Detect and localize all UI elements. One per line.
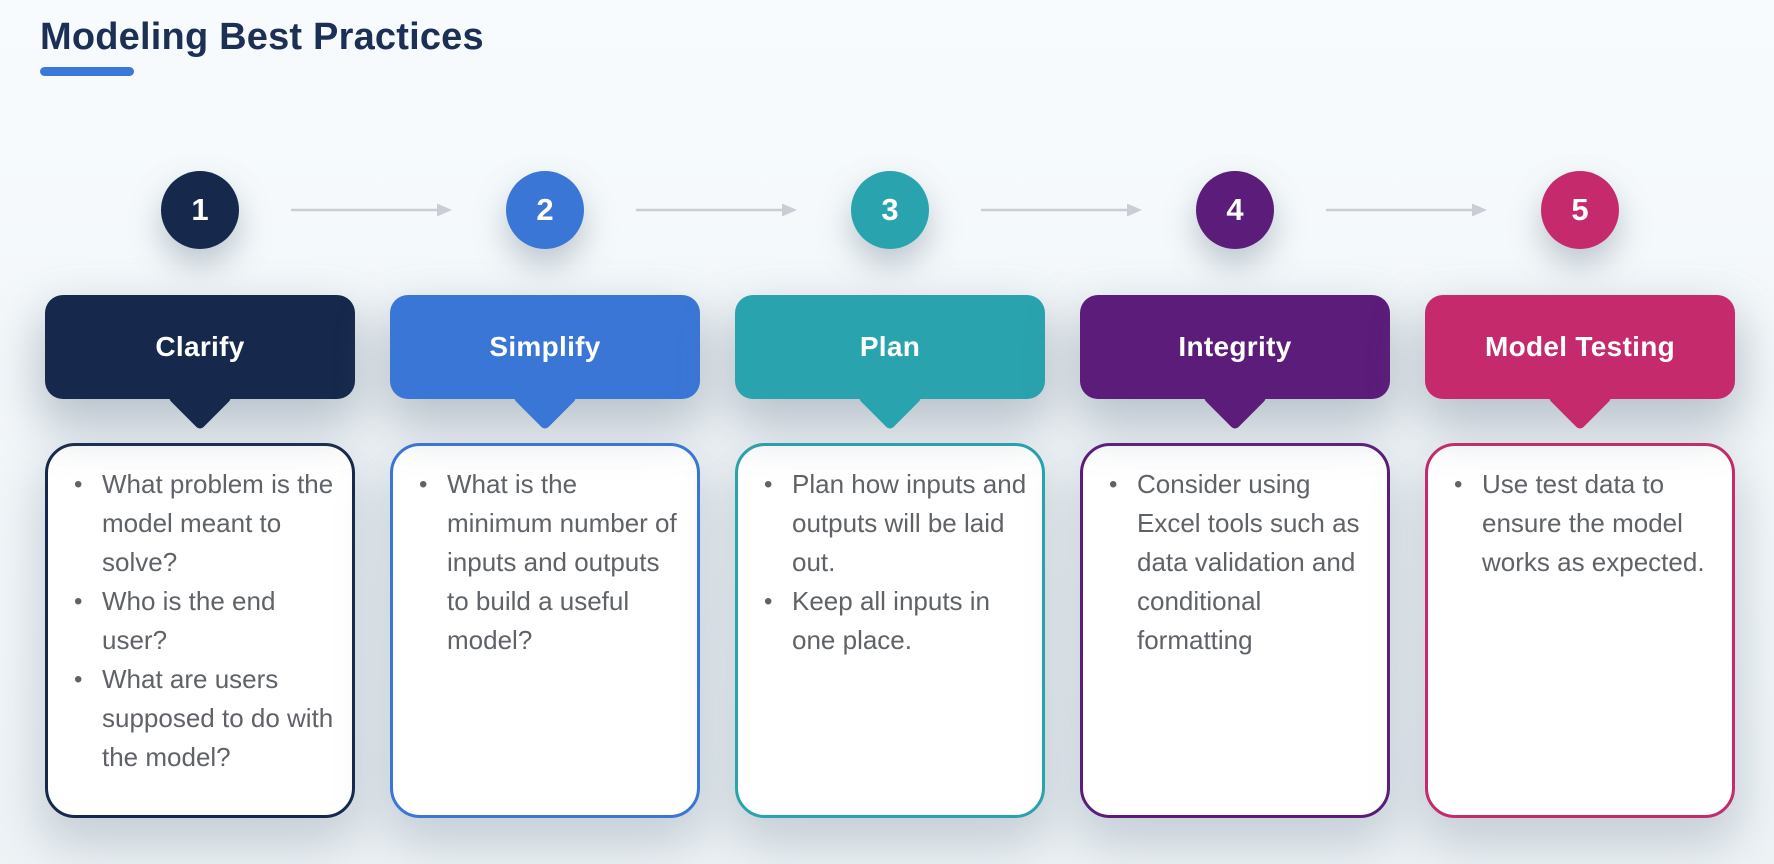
step-card: Plan how inputs and outputs will be laid… xyxy=(735,443,1045,818)
bullet-text: What problem is the model meant to solve… xyxy=(102,469,334,577)
title-accent-bar xyxy=(40,67,134,76)
speech-bubble-tail xyxy=(512,365,578,431)
step-header-label: Plan xyxy=(859,331,921,362)
step-column-simplify: 2 Simplify What is the minimum number of… xyxy=(390,171,700,818)
step-column-integrity: 4 Integrity Consider using Excel tools s… xyxy=(1080,171,1390,818)
bullet-text: Keep all inputs in one place. xyxy=(792,586,991,655)
step-card: What problem is the model meant to solve… xyxy=(45,443,355,818)
bullet-item: Keep all inputs in one place. xyxy=(764,582,1028,660)
step-number-badge: 3 xyxy=(851,171,929,249)
arrow-right-icon xyxy=(290,201,455,224)
step-header-label: Model Testing xyxy=(1484,331,1676,362)
arrow-right-icon xyxy=(635,201,800,224)
step-header: Simplify xyxy=(390,295,700,431)
bullet-list: Plan how inputs and outputs will be laid… xyxy=(764,465,1028,660)
bullet-item: What is the minimum number of inputs and… xyxy=(419,465,683,660)
bullet-list: Consider using Excel tools such as data … xyxy=(1109,465,1373,660)
bullet-text: Consider using Excel tools such as data … xyxy=(1137,469,1360,655)
bullet-text: What are users supposed to do with the m… xyxy=(102,664,334,772)
step-card: What is the minimum number of inputs and… xyxy=(390,443,700,818)
speech-bubble-tail xyxy=(167,365,233,431)
bullet-item: Who is the end user? xyxy=(74,582,338,660)
step-card: Use test data to ensure the model works … xyxy=(1425,443,1735,818)
bullet-text: Who is the end user? xyxy=(102,586,276,655)
bullet-item: Plan how inputs and outputs will be laid… xyxy=(764,465,1028,582)
bullet-item: Consider using Excel tools such as data … xyxy=(1109,465,1373,660)
step-number-badge: 4 xyxy=(1196,171,1274,249)
bullet-list: What problem is the model meant to solve… xyxy=(74,465,338,777)
process-diagram: 1 Clarify What problem is the model mean… xyxy=(45,171,1735,818)
step-header: Model Testing xyxy=(1425,295,1735,431)
step-header: Plan xyxy=(735,295,1045,431)
page-title: Modeling Best Practices xyxy=(40,16,484,58)
speech-bubble-tail xyxy=(1202,365,1268,431)
bullet-text: Use test data to ensure the model works … xyxy=(1482,469,1705,577)
bullet-list: Use test data to ensure the model works … xyxy=(1454,465,1718,582)
step-header-label: Integrity xyxy=(1178,331,1292,362)
speech-bubble-tail xyxy=(857,365,923,431)
step-header: Integrity xyxy=(1080,295,1390,431)
bullet-item: Use test data to ensure the model works … xyxy=(1454,465,1718,582)
speech-bubble-tail xyxy=(1547,365,1613,431)
bullet-item: What are users supposed to do with the m… xyxy=(74,660,338,777)
step-number-badge: 1 xyxy=(161,171,239,249)
step-header: Clarify xyxy=(45,295,355,431)
bullet-text: Plan how inputs and outputs will be laid… xyxy=(792,469,1027,577)
step-number-badge: 5 xyxy=(1541,171,1619,249)
step-card: Consider using Excel tools such as data … xyxy=(1080,443,1390,818)
arrow-right-icon xyxy=(1325,201,1490,224)
step-columns: 1 Clarify What problem is the model mean… xyxy=(45,171,1735,818)
step-header-label: Simplify xyxy=(489,331,601,362)
bullet-text: What is the minimum number of inputs and… xyxy=(447,469,677,655)
arrow-right-icon xyxy=(980,201,1145,224)
step-number-badge: 2 xyxy=(506,171,584,249)
step-column-plan: 3 Plan Plan how inputs and outputs will … xyxy=(735,171,1045,818)
step-column-clarify: 1 Clarify What problem is the model mean… xyxy=(45,171,355,818)
step-header-label: Clarify xyxy=(155,331,245,362)
step-column-model-testing: 5 Model Testing Use test data to ensure … xyxy=(1425,171,1735,818)
bullet-item: What problem is the model meant to solve… xyxy=(74,465,338,582)
bullet-list: What is the minimum number of inputs and… xyxy=(419,465,683,660)
